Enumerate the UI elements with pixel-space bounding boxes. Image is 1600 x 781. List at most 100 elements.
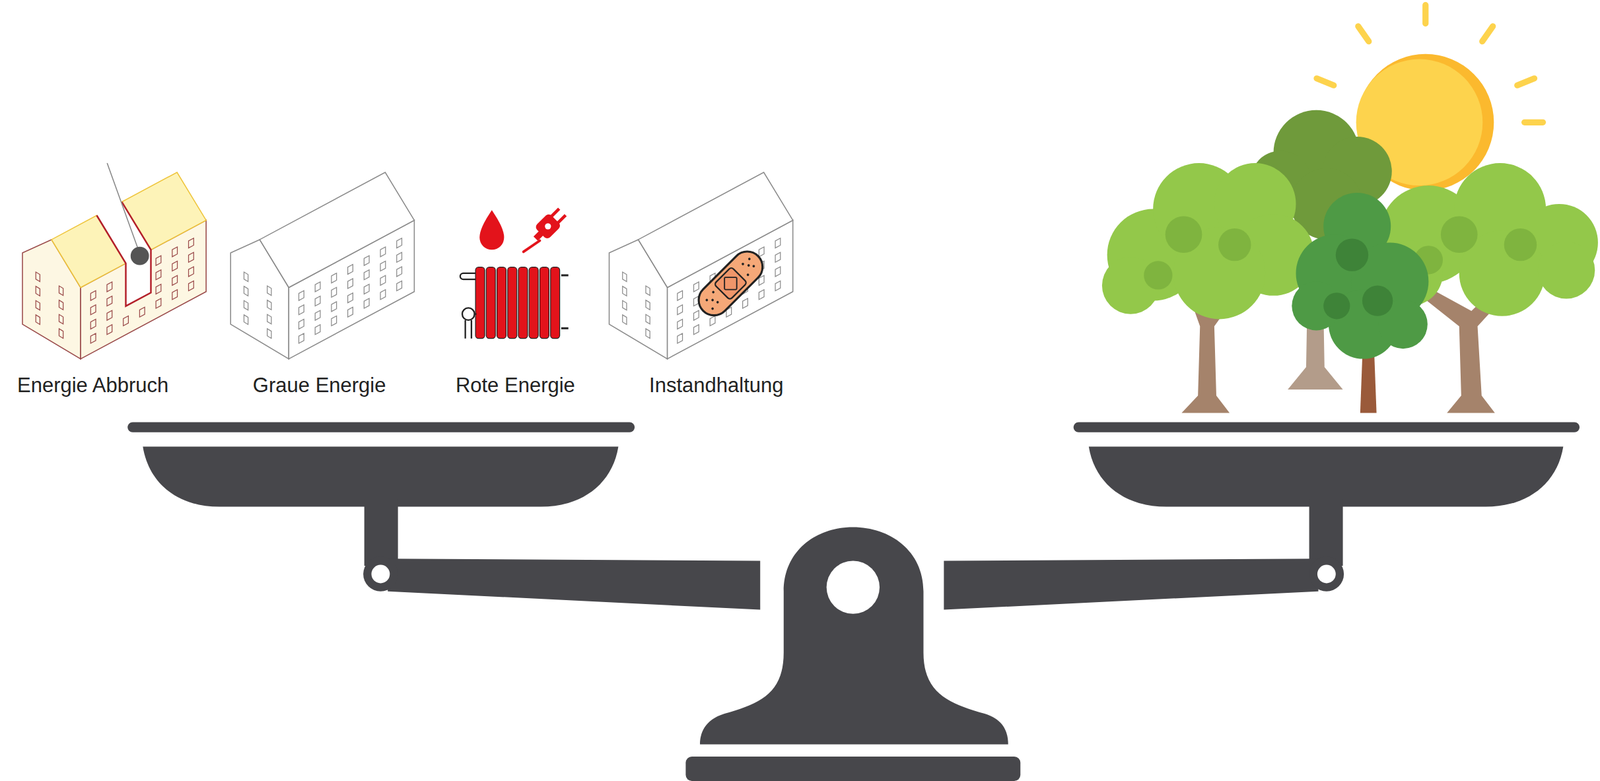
window bbox=[299, 305, 305, 315]
window bbox=[172, 289, 178, 300]
pan bbox=[1088, 446, 1564, 507]
demolition-gap bbox=[96, 202, 151, 307]
window bbox=[347, 307, 354, 317]
sun-ray bbox=[1422, 5, 1429, 24]
window bbox=[396, 238, 403, 249]
window bbox=[267, 328, 272, 339]
icon-label: Graue Energie bbox=[252, 373, 387, 398]
window bbox=[90, 290, 96, 301]
icon-label: Rote Energie bbox=[455, 373, 576, 398]
window bbox=[758, 289, 765, 300]
radiator-fin bbox=[539, 267, 549, 339]
window bbox=[380, 246, 386, 257]
tree-canopy bbox=[1335, 238, 1369, 271]
window bbox=[155, 298, 162, 309]
sun-ray bbox=[1358, 26, 1369, 42]
window bbox=[380, 261, 386, 272]
window bbox=[380, 275, 386, 286]
wrecking-cable bbox=[106, 163, 139, 251]
post-hole bbox=[826, 560, 880, 614]
window bbox=[267, 314, 272, 325]
window bbox=[677, 318, 683, 329]
window bbox=[645, 285, 650, 296]
icons bbox=[22, 163, 794, 360]
window bbox=[243, 286, 248, 297]
window bbox=[188, 238, 195, 249]
window bbox=[694, 310, 700, 321]
window bbox=[155, 283, 162, 294]
window bbox=[775, 266, 781, 277]
tree-canopy bbox=[1504, 228, 1537, 261]
window bbox=[347, 264, 354, 275]
window bbox=[331, 301, 337, 312]
roof bbox=[638, 172, 794, 288]
radiator-fin bbox=[507, 267, 518, 339]
window bbox=[363, 270, 370, 280]
window bbox=[243, 314, 248, 325]
window bbox=[314, 324, 321, 335]
window bbox=[677, 305, 683, 315]
tree-canopy bbox=[1323, 292, 1350, 319]
radiator-fin bbox=[497, 267, 507, 339]
window bbox=[299, 290, 305, 301]
radiator-fin bbox=[486, 267, 496, 339]
pan-rim bbox=[127, 421, 635, 432]
window bbox=[645, 314, 650, 325]
pivot-hole bbox=[371, 565, 390, 584]
tree-canopy bbox=[1143, 260, 1173, 290]
window bbox=[106, 281, 113, 292]
window bbox=[106, 324, 113, 335]
band-aid bbox=[692, 244, 770, 322]
icon-label: Instandhaltung bbox=[649, 373, 784, 398]
window bbox=[58, 314, 63, 325]
window bbox=[106, 310, 113, 321]
beam bbox=[387, 558, 761, 610]
radiator-fin bbox=[550, 267, 560, 339]
building bbox=[230, 172, 415, 360]
radiator-fin bbox=[518, 267, 528, 339]
window bbox=[622, 314, 627, 325]
window bbox=[742, 298, 749, 309]
balance-scale bbox=[127, 421, 1580, 781]
window bbox=[314, 281, 321, 292]
window bbox=[347, 278, 354, 289]
pan-stem bbox=[364, 499, 399, 566]
window bbox=[90, 333, 96, 344]
window bbox=[58, 328, 63, 339]
window bbox=[267, 300, 272, 311]
window bbox=[677, 333, 683, 344]
window bbox=[172, 261, 178, 272]
pivot-hole bbox=[1317, 565, 1336, 584]
base bbox=[685, 756, 1021, 781]
window bbox=[243, 300, 248, 311]
window bbox=[709, 316, 716, 327]
plug bbox=[528, 205, 569, 245]
demolition-cut bbox=[96, 202, 151, 307]
tree-canopy bbox=[1537, 241, 1596, 299]
wrecking-ball bbox=[130, 246, 150, 266]
window bbox=[314, 310, 321, 321]
window bbox=[188, 252, 195, 263]
window bbox=[299, 333, 305, 344]
beam bbox=[943, 558, 1319, 610]
sun-ray bbox=[1524, 119, 1544, 126]
roof bbox=[259, 172, 415, 288]
window bbox=[314, 296, 321, 307]
window bbox=[35, 314, 40, 325]
window bbox=[347, 293, 354, 304]
radiator-icon bbox=[460, 205, 570, 339]
window bbox=[172, 246, 178, 257]
window bbox=[299, 318, 305, 329]
icon-label: Energie Abbruch bbox=[17, 373, 169, 398]
window bbox=[758, 246, 765, 257]
center-post bbox=[699, 526, 1009, 745]
window bbox=[35, 286, 40, 297]
window bbox=[775, 238, 781, 249]
window bbox=[622, 300, 627, 311]
tree-canopy bbox=[1440, 215, 1478, 253]
window bbox=[90, 318, 96, 329]
window bbox=[775, 252, 781, 263]
window bbox=[694, 324, 700, 335]
window bbox=[645, 328, 650, 339]
